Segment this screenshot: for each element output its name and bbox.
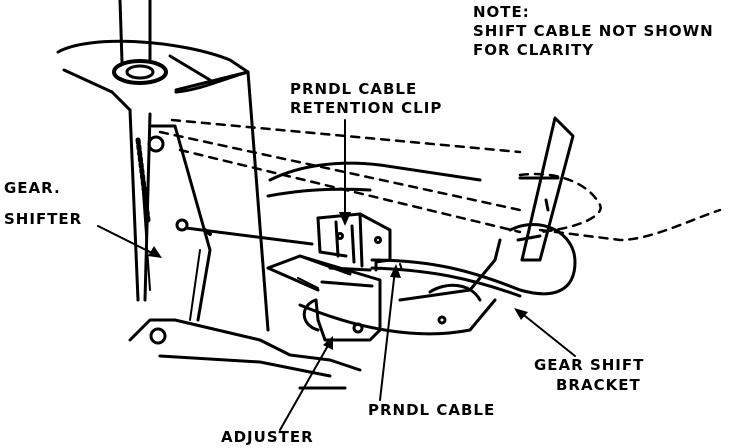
leader-lines [97, 119, 576, 431]
gear-shift-bracket-body [266, 161, 502, 336]
label-gear-shifter-line2: SHIFTER [4, 210, 83, 228]
base-plate [128, 318, 362, 390]
shifter-housing [56, 39, 270, 332]
gear-shifter-plate [135, 124, 212, 322]
label-prndl-cable: PRNDL CABLE [368, 401, 496, 419]
shift-lever-rod [112, 0, 168, 85]
hidden-lines [158, 118, 722, 242]
adjuster-assembly [266, 254, 382, 342]
label-prndl-cable-retention-clip-line2: RETENTION CLIP [290, 99, 443, 117]
arrow-heads [148, 212, 528, 350]
note-line-clarity: FOR CLARITY [473, 41, 595, 59]
prndl-cable-run [370, 222, 577, 298]
label-gear-shift-bracket-line1: GEAR SHIFT [534, 356, 645, 374]
label-gear-shift-bracket-line2: BRACKET [556, 376, 641, 394]
note-line-shift-cable: SHIFT CABLE NOT SHOWN [473, 22, 714, 40]
label-prndl-cable-retention-clip-line1: PRNDL CABLE [290, 80, 418, 98]
label-gear-shifter-line1: GEAR. [4, 179, 61, 197]
retention-clip-block [316, 212, 392, 288]
note-title: NOTE: [473, 3, 530, 21]
bracket-arm [516, 116, 575, 262]
label-adjuster: ADJUSTER [221, 428, 314, 446]
linkage-rod [184, 226, 314, 246]
